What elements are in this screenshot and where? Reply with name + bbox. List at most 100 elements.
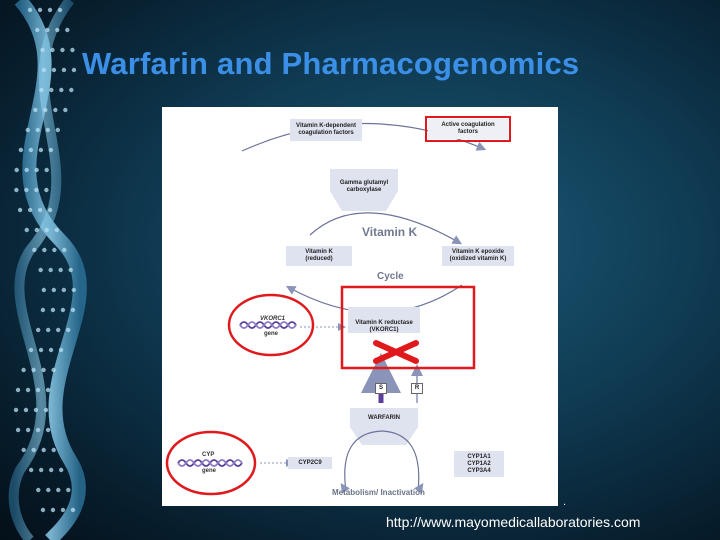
dna-rung-dot bbox=[60, 47, 65, 53]
dna-rung-dot bbox=[54, 227, 59, 233]
dna-rung-dot bbox=[47, 7, 53, 13]
box-line: Gamma glutamyl bbox=[339, 180, 389, 186]
dna-rung-dot bbox=[40, 47, 45, 53]
dna-rung-dot bbox=[25, 387, 31, 393]
box-line: WARFARIN bbox=[368, 414, 400, 421]
dna-rung-dot bbox=[66, 487, 71, 493]
label-vitamin-k: Vitamin K bbox=[362, 225, 418, 239]
dna-rung-dot bbox=[43, 107, 48, 113]
box-cyp2c9: CYP2C9 bbox=[288, 457, 332, 469]
dna-rung-dot bbox=[44, 227, 49, 233]
dna-rung-dot bbox=[48, 467, 54, 473]
dna-rung-dot bbox=[18, 147, 24, 153]
dna-rung-dot bbox=[35, 327, 41, 333]
dna-rung-dot bbox=[44, 167, 49, 173]
dna-rung-dot bbox=[70, 307, 76, 313]
dna-rung-dot bbox=[41, 367, 46, 373]
dna-rung-dot bbox=[24, 187, 29, 193]
dna-rung-dot bbox=[45, 327, 51, 333]
dna-rung-dot bbox=[48, 267, 53, 273]
dna-rung-dot bbox=[13, 407, 19, 413]
warfarin-pathway-diagram: Vitamin K-dependent coagulation factors … bbox=[162, 107, 558, 506]
dna-rung-dot bbox=[51, 447, 56, 453]
dna-rung-dot bbox=[69, 87, 74, 93]
dna-rung-dot bbox=[65, 27, 70, 33]
dna-rung-dot bbox=[63, 107, 68, 113]
dna-rung-dot bbox=[51, 287, 57, 293]
badge-r-enantiomer: R bbox=[411, 383, 423, 394]
box-line: (VKORC1) bbox=[369, 327, 399, 333]
box-line: Active coagulation bbox=[441, 122, 495, 128]
box-line: Vitamin K-dependent bbox=[296, 123, 356, 129]
dna-rung-dot bbox=[38, 267, 43, 273]
box-line: carboxylase bbox=[346, 187, 382, 193]
dna-rung-dot bbox=[21, 447, 26, 453]
dna-rung-dot bbox=[70, 507, 76, 513]
box-vitamin-k-dependent-factors: Vitamin K-dependent coagulation factors bbox=[290, 119, 362, 141]
box-warfarin: WARFARIN bbox=[358, 412, 410, 424]
dna-rung-dot bbox=[52, 247, 57, 253]
dna-rung-dot bbox=[45, 387, 51, 393]
dna-rung-dot bbox=[24, 167, 29, 173]
dna-rung-dot bbox=[35, 427, 41, 433]
dna-rung-dot bbox=[42, 247, 47, 253]
gene-name-cyp: CYP bbox=[202, 452, 215, 458]
dna-rung-dot bbox=[59, 87, 64, 93]
dna-rung-dot bbox=[28, 147, 34, 153]
dna-icon-vkorc1 bbox=[239, 321, 297, 329]
inhibition-x-icon bbox=[373, 340, 419, 364]
highlight-reductase bbox=[340, 285, 476, 370]
pathway-lines bbox=[165, 116, 511, 496]
dna-rung-dot bbox=[34, 187, 39, 193]
slide-title: Warfarin and Pharmacogenomics bbox=[82, 46, 580, 81]
box-vitamin-k-reductase: Vitamin K reductase (VKORC1) bbox=[348, 319, 420, 335]
trailing-dot: . bbox=[563, 496, 567, 508]
box-line: CYP1A2 bbox=[467, 460, 491, 467]
arc-metabolism bbox=[344, 430, 420, 492]
box-line: CYP3A4 bbox=[467, 467, 491, 474]
dna-rung-dot bbox=[39, 87, 44, 93]
box-line: Vitamin K epoxide bbox=[452, 249, 504, 255]
dna-rung-dot bbox=[55, 327, 61, 333]
dna-rung-dot bbox=[17, 207, 23, 213]
source-url: http://www.mayomedicallaboratories.com bbox=[386, 514, 641, 530]
dna-rung-dot bbox=[50, 307, 56, 313]
dna-rung-dot bbox=[48, 347, 54, 353]
dna-rung-dot bbox=[56, 487, 61, 493]
dna-rung-dot bbox=[43, 407, 49, 413]
dna-rung-dot bbox=[51, 67, 57, 73]
dna-rung-dot bbox=[46, 487, 51, 493]
dna-rung-dot bbox=[55, 27, 60, 33]
dna-rung-dot bbox=[50, 507, 56, 513]
dna-rung-dot bbox=[71, 67, 77, 73]
box-line: (reduced) bbox=[305, 256, 333, 262]
dna-rung-dot bbox=[58, 347, 64, 353]
gene-sub-vkorc1: gene bbox=[264, 331, 279, 337]
box-active-coagulation-factors: Active coagulation factors bbox=[428, 119, 508, 139]
dna-rung-dot bbox=[47, 207, 53, 213]
dna-rung-dot bbox=[25, 127, 30, 133]
dna-rung-dot bbox=[57, 7, 63, 13]
reductase-shape bbox=[348, 307, 420, 333]
dna-rung-dot bbox=[45, 27, 50, 33]
gene-name-vkorc1: VKORC1 bbox=[260, 316, 286, 322]
dna-rung-dot bbox=[61, 67, 67, 73]
box-line: CYP1A1 bbox=[467, 453, 491, 460]
dna-rung-dot bbox=[34, 227, 39, 233]
highlight-vkorc1-gene bbox=[227, 293, 315, 357]
box-line: factors bbox=[457, 129, 478, 135]
dna-rung-dot bbox=[15, 427, 21, 433]
dna-rung-dot bbox=[44, 187, 49, 193]
dna-rung-dot bbox=[37, 207, 43, 213]
dna-rung-dot bbox=[35, 127, 40, 133]
dna-rung-dot bbox=[38, 467, 44, 473]
dna-rung-dot bbox=[27, 7, 33, 13]
dna-rung-dot bbox=[34, 167, 39, 173]
gene-sub-cyp: gene bbox=[202, 468, 217, 474]
dna-rung-dot bbox=[37, 7, 43, 13]
dna-rung-dot bbox=[71, 287, 77, 293]
dna-rung-dot bbox=[61, 287, 67, 293]
dna-rung-dot bbox=[53, 107, 58, 113]
dna-rung-dot bbox=[60, 307, 66, 313]
box-gamma-glutamyl-carboxylase: Gamma glutamyl carboxylase bbox=[334, 179, 394, 195]
